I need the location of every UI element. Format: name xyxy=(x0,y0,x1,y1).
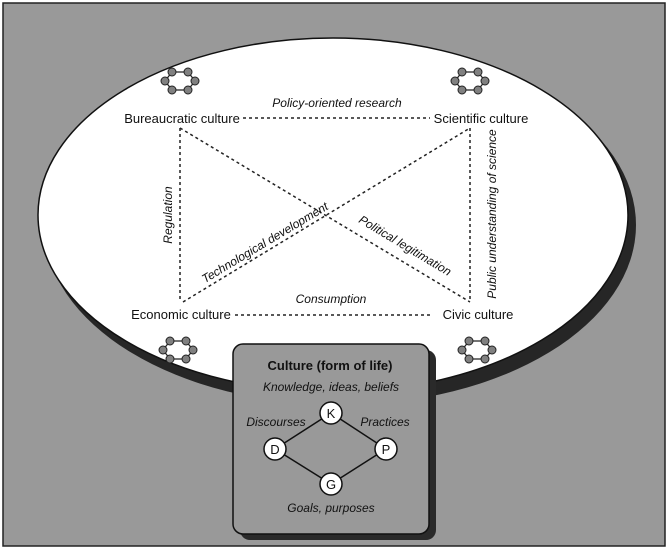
caption-discourses: Discourses xyxy=(246,415,305,429)
line-diagonal-up xyxy=(182,127,471,303)
culture-box-title: Culture (form of life) xyxy=(268,358,393,373)
node-d: D xyxy=(263,437,287,461)
node-g: G xyxy=(319,472,343,496)
node-k: K xyxy=(319,401,343,425)
caption-practices: Practices xyxy=(360,415,409,429)
node-g-label: G xyxy=(326,477,336,492)
mini-diamond-icon xyxy=(450,67,490,95)
link-label-regulation: Regulation xyxy=(161,186,175,244)
corner-label-bureaucratic: Bureaucratic culture xyxy=(124,111,240,126)
link-label-public-understanding: Public understanding of science xyxy=(485,129,499,299)
corner-label-civic: Civic culture xyxy=(443,307,514,322)
mini-diamond-icon xyxy=(160,67,200,95)
link-label-consumption: Consumption xyxy=(296,292,367,306)
line-diagonal-down xyxy=(179,127,471,303)
node-k-label: K xyxy=(327,406,336,421)
node-p-label: P xyxy=(382,442,391,457)
mini-diamond-icon xyxy=(158,336,198,364)
caption-knowledge: Knowledge, ideas, beliefs xyxy=(263,380,399,394)
node-d-label: D xyxy=(270,442,279,457)
link-label-policy: Policy-oriented research xyxy=(272,96,402,110)
corner-label-economic: Economic culture xyxy=(131,307,231,322)
culture-box xyxy=(232,343,430,535)
connection-lines xyxy=(179,117,471,316)
mini-diamond-icon xyxy=(457,336,497,364)
caption-goals: Goals, purposes xyxy=(287,501,374,515)
node-p: P xyxy=(374,437,398,461)
corner-label-scientific: Scientific culture xyxy=(434,111,529,126)
culture-ellipse xyxy=(37,37,629,393)
